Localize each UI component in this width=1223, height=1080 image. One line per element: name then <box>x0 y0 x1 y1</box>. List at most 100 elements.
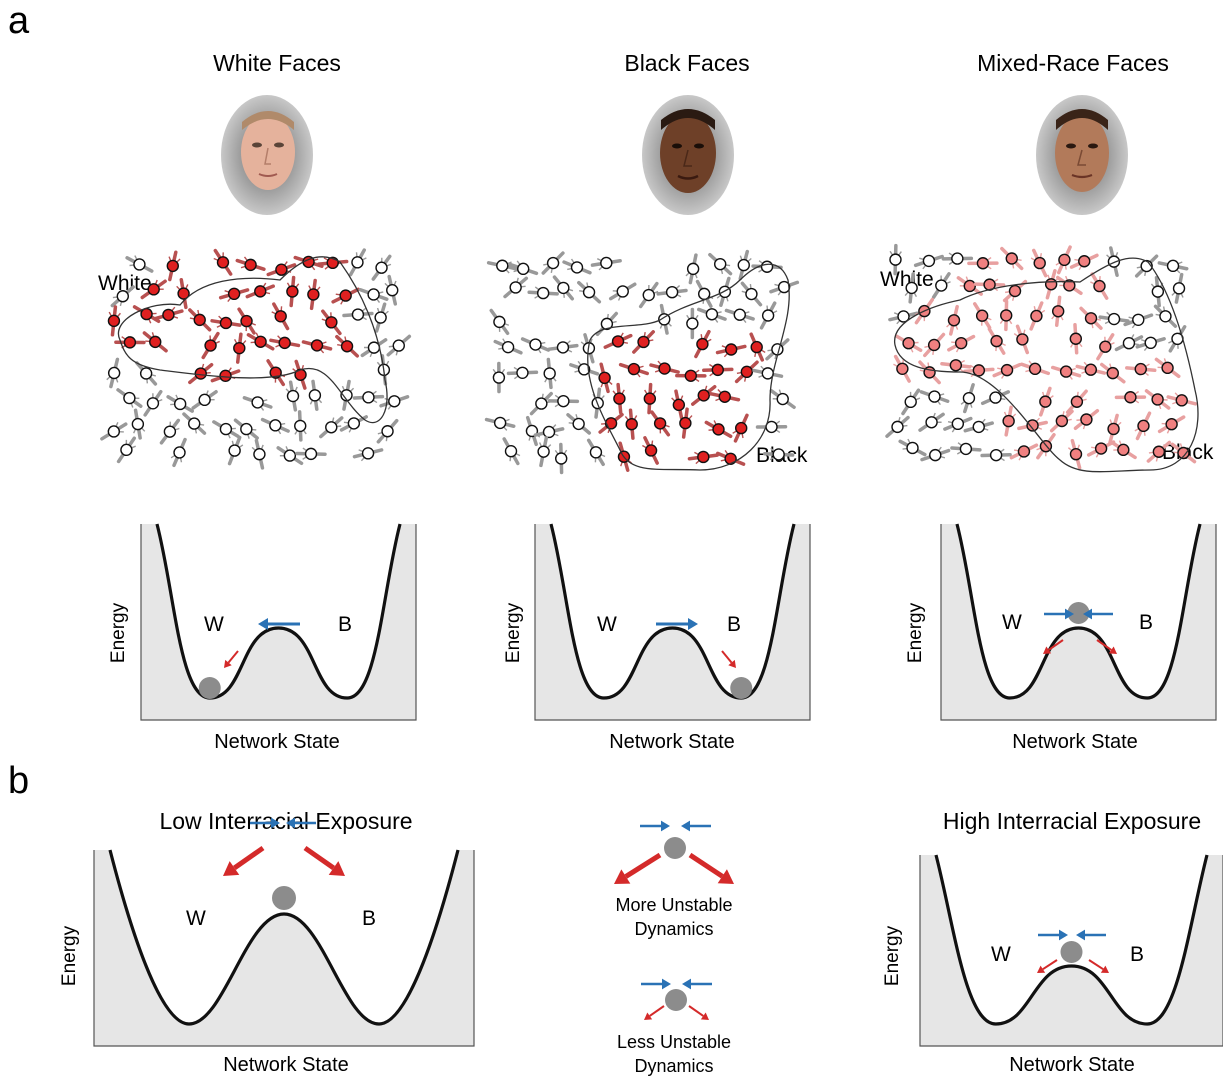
mixed-col-soma <box>1094 442 1108 455</box>
white-col-neuron <box>143 389 163 417</box>
white-col-neuron <box>166 250 181 282</box>
white-col-soma <box>386 284 399 297</box>
mixed-col-soma <box>935 279 948 292</box>
white-col-neuron <box>348 248 367 277</box>
energy-landscapes-a <box>140 523 1217 721</box>
high-blue-arrow-right <box>1038 929 1068 941</box>
black-col-neuron <box>541 251 565 275</box>
mixed-col-neuron <box>913 254 944 270</box>
black-col-soma <box>777 280 791 294</box>
mixed-col-soma <box>989 391 1002 404</box>
black-col-neuron <box>503 276 529 299</box>
mixed-col-neuron <box>1146 440 1172 463</box>
black-col-soma <box>611 335 625 348</box>
mixed-col-neuron <box>1166 392 1198 407</box>
mixed-col-well <box>940 523 1217 721</box>
low-red-arrow-right-head <box>328 861 345 876</box>
white-col-soma <box>308 389 322 402</box>
mixed-col-soma <box>1134 362 1147 376</box>
mixed-col-soma <box>1137 419 1150 433</box>
mixed-col-soma <box>896 362 909 375</box>
black-col-neuron <box>687 450 719 465</box>
white-col-soma <box>362 391 375 404</box>
white-col-blue-arrow-head <box>258 618 268 630</box>
well-b-label-1: B <box>338 613 353 636</box>
mixed-col-soma <box>1099 340 1112 353</box>
white-col-soma <box>340 389 353 402</box>
mixed-col-soma <box>963 279 976 293</box>
mixed-col-soma <box>1063 279 1076 292</box>
black-col-soma <box>627 362 641 376</box>
mixed-col-neuron <box>1073 409 1100 430</box>
mixed-col-well-frame <box>940 524 1217 721</box>
white-col-neuron <box>159 418 181 445</box>
mixed-col-soma <box>1000 309 1013 322</box>
black-col-neuron <box>632 330 655 354</box>
low-exposure-well-frame <box>93 850 475 1047</box>
mixed-col-soma <box>1008 284 1022 298</box>
white-col-neuron <box>251 438 266 470</box>
mixed-col-neuron <box>1000 246 1024 271</box>
black-col-neuron <box>612 382 626 415</box>
black-col-neuron <box>679 407 693 439</box>
white-col-soma <box>294 419 307 433</box>
black-col-neuron <box>493 338 523 355</box>
black-col-soma <box>672 398 686 412</box>
energy-label-low: Energy <box>59 925 80 987</box>
black-col-soma <box>735 421 748 435</box>
mixed-col-soma <box>1000 363 1014 377</box>
white-col-soma <box>283 449 297 462</box>
white-col-neuron <box>237 307 257 335</box>
mixed-col-soma <box>904 395 917 409</box>
mixed-col-neuron <box>999 299 1013 332</box>
mixed-col-soma <box>1026 419 1039 432</box>
black-col-neuron <box>697 307 727 323</box>
mixed-col-neuron <box>1049 409 1074 433</box>
mixed-col-soma <box>1107 312 1121 326</box>
white-col-soma <box>325 316 338 329</box>
mixed-col-blue-arrow-left-head <box>1083 608 1092 620</box>
low-exposure-energy-curve <box>108 849 460 1026</box>
black-col-soma <box>745 287 758 301</box>
white-col-soma <box>146 397 160 410</box>
mixed-col-soma <box>928 390 941 403</box>
mixed-col-soma <box>1107 422 1120 436</box>
high-exposure-title: High Interracial Exposure <box>942 808 1202 834</box>
black-col-neuron <box>508 260 539 276</box>
black-col-red-arrow-head <box>728 659 736 668</box>
network-state-label-high: Network State <box>1009 1054 1135 1076</box>
white-col-soma <box>219 422 233 436</box>
mixed-col-neuron <box>889 243 902 276</box>
white-col-neuron <box>182 412 207 435</box>
mixed-col-soma <box>1028 362 1042 376</box>
black-col-soma <box>537 445 550 458</box>
black-col-neuron <box>486 259 518 274</box>
mixed-col-soma <box>1002 414 1015 428</box>
mixed-col-neuron <box>1157 415 1186 434</box>
white-col-neuron <box>384 274 399 306</box>
mixed-col-soma <box>954 336 968 350</box>
black-col-neuron <box>638 281 659 309</box>
black-col-soma <box>542 425 556 439</box>
white-col-neuron <box>166 394 194 413</box>
mixed-col-neuron <box>1107 413 1122 445</box>
black-col-ball <box>730 677 753 699</box>
white-col-neuron <box>153 306 184 322</box>
black-col-soma <box>570 261 584 274</box>
mixed-col-soma <box>1151 285 1165 298</box>
white-col-soma <box>339 289 352 302</box>
mixed-col-soma <box>1165 418 1178 431</box>
white-col-soma <box>233 341 246 355</box>
white-col-neuron <box>266 261 297 277</box>
mixed-col-soma <box>1078 255 1091 268</box>
white-col-soma <box>269 366 282 379</box>
white-col-soma <box>147 283 160 296</box>
white-col-soma <box>278 336 291 350</box>
legend-less-ball <box>665 989 687 1011</box>
mixed-col-neuron <box>956 276 983 296</box>
black-col-neuron <box>643 382 657 415</box>
low-red-arrow-left-shaft <box>233 845 265 871</box>
low-blue-arrow-left-head <box>286 817 295 829</box>
black-col-neuron <box>694 329 712 359</box>
